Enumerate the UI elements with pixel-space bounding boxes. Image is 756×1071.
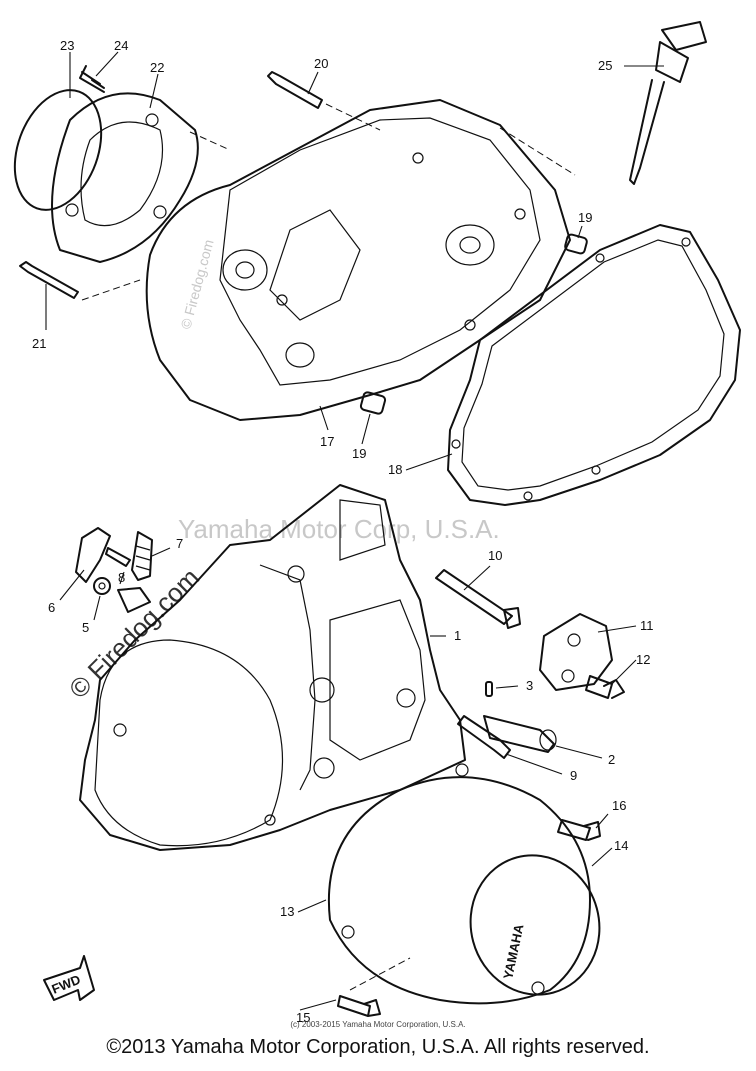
dowel-pin-lower-part: [359, 391, 387, 415]
shaft-2-part: [483, 715, 557, 753]
callout-6: 6: [48, 600, 55, 615]
callout-3: 3: [526, 678, 533, 693]
callout-13: 13: [280, 904, 294, 919]
screw-12-part: [585, 675, 625, 699]
dipstick-part: [629, 21, 707, 185]
small-copyright: (c) 2003-2015 Yamaha Motor Corporation, …: [290, 1020, 466, 1029]
callout-17: 17: [320, 434, 334, 449]
callout-20: 20: [314, 56, 328, 71]
yamaha-emblem-label: YAMAHA: [500, 922, 526, 980]
bolt-10-part: [435, 569, 521, 629]
lever-part: [117, 587, 151, 613]
cover-plate-part: [51, 92, 199, 263]
callout-7: 7: [176, 536, 183, 551]
callout-15: 15: [296, 1010, 310, 1025]
callout-10: 10: [488, 548, 502, 563]
bolt-9-part: [457, 715, 511, 759]
callout-22: 22: [150, 60, 164, 75]
watermark-center: Yamaha Motor Corp, U.S.A.: [178, 514, 500, 544]
gasket-part: [447, 224, 741, 506]
callout-numbers: 23 24 22 20 25 19 21 17 19 18 7 8 6 5 10…: [32, 38, 654, 1025]
callout-11: 11: [640, 618, 654, 633]
crankcase-cover-upper-part: [145, 99, 576, 421]
bolt-21-part: [19, 261, 141, 301]
callout-24: 24: [114, 38, 128, 53]
leader-lines: [45, 51, 664, 1011]
spring-7-part: [131, 531, 153, 581]
holder-11-part: [539, 613, 613, 691]
callout-23: 23: [60, 38, 74, 53]
screw-24-part: [79, 65, 105, 93]
fwd-arrow-icon: FWD: [43, 955, 95, 1001]
screw-16-part: [557, 819, 601, 841]
callout-8: 8: [118, 570, 125, 585]
generator-cover-part: [327, 763, 591, 1005]
callout-1: 1: [454, 628, 461, 643]
screw-15-part: [337, 957, 411, 1017]
callout-21: 21: [32, 336, 46, 351]
pin-3-part: [485, 681, 493, 697]
callout-19-upper: 19: [578, 210, 592, 225]
callout-25: 25: [598, 58, 612, 73]
bolt-20-part: [267, 71, 381, 131]
watermark-side: © Firedog.com: [177, 238, 216, 331]
footer-copyright: ©2013 Yamaha Motor Corporation, U.S.A. A…: [106, 1036, 650, 1058]
washer-5-part: [93, 577, 111, 595]
bracket-6-part: [75, 527, 111, 583]
crankcase-cover-main-part: [79, 484, 466, 851]
seal-cover-part: [13, 89, 103, 211]
callout-2: 2: [608, 752, 615, 767]
callout-9: 9: [570, 768, 577, 783]
yamaha-emblem-part: YAMAHA: [469, 854, 601, 996]
callout-5: 5: [82, 620, 89, 635]
callout-14: 14: [614, 838, 628, 853]
callout-18: 18: [388, 462, 402, 477]
pin-8-part: [105, 547, 131, 567]
callout-19-lower: 19: [352, 446, 366, 461]
callout-12: 12: [636, 652, 650, 667]
callout-16: 16: [612, 798, 626, 813]
